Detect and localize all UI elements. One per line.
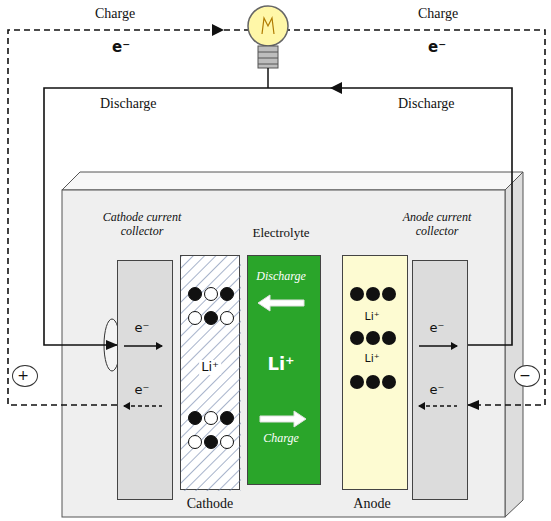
lithium-site [221, 436, 234, 449]
part-name: Anode [332, 496, 412, 512]
housing-top [62, 172, 523, 190]
discharge-arrowhead [330, 82, 342, 94]
electron-label: e⁻ [428, 38, 446, 56]
discharge-arrow [258, 295, 304, 311]
lithium-site [189, 412, 202, 425]
lithium-atom [382, 331, 396, 345]
lithium-site [221, 312, 234, 325]
electron-arrowhead [123, 402, 130, 410]
electron-arrowhead [156, 342, 163, 350]
bulb-base [258, 46, 278, 68]
layer-art [343, 256, 403, 491]
part-text: Li⁺ [342, 353, 402, 366]
lithium-atom [366, 331, 380, 345]
bulb-thread [258, 58, 278, 59]
lithium-atom [350, 331, 364, 345]
lithium-site [205, 412, 218, 425]
part-text: + [13, 367, 33, 383]
bulb-glass [248, 6, 288, 46]
part-name: Cathode [170, 496, 250, 512]
bulb-filament [262, 18, 274, 34]
terminal-symbol: − [514, 365, 540, 387]
part-text: e⁻ [117, 321, 167, 336]
charge-arrowhead [212, 24, 224, 36]
lithium-atom [366, 287, 380, 301]
bulb-thread [258, 52, 278, 53]
layer-art [118, 261, 168, 501]
bulb-thread [258, 64, 278, 65]
electron-arrowhead [451, 342, 458, 350]
lithium-site [205, 312, 218, 325]
electron-arrowhead [418, 402, 425, 410]
lithium-site [189, 288, 202, 301]
part-text: Discharge [247, 270, 315, 284]
lithium-site [221, 412, 234, 425]
current-collector: Anode current collectore⁻e⁻ [412, 260, 468, 500]
hatching [181, 256, 241, 491]
lithium-atom [382, 287, 396, 301]
lithium-atom [350, 287, 364, 301]
part-name: Cathode current collector [100, 211, 184, 239]
part-text: Li⁺ [247, 354, 315, 375]
battery-housing [62, 190, 505, 517]
lithium-site [221, 288, 234, 301]
lithium-site [189, 436, 202, 449]
cathode-layer: Li⁺Cathode [180, 255, 240, 490]
part-name: Anode current collector [395, 211, 479, 239]
part-text: Li⁺ [199, 360, 221, 375]
part-text: Li⁺ [342, 311, 402, 324]
lithium-atom [350, 375, 364, 389]
lithium-atom [366, 375, 380, 389]
layer-art [413, 261, 463, 501]
flow-label: Discharge [100, 96, 157, 112]
part-text: − [515, 367, 535, 383]
terminal-symbol: + [12, 365, 38, 387]
anode-layer: Li⁺Li⁺Anode [342, 255, 408, 490]
lithium-site [205, 436, 218, 449]
flow-label: Charge [95, 6, 135, 22]
part-text: e⁻ [412, 383, 462, 398]
flow-label: Discharge [398, 96, 455, 112]
lithium-atom [382, 375, 396, 389]
part-text: e⁻ [117, 383, 167, 398]
electron-label: e⁻ [112, 38, 130, 56]
electrolyte-layer: ElectrolyteDischargeLi⁺Charge [247, 255, 321, 485]
flow-label: Charge [418, 6, 458, 22]
charge-arrow [260, 411, 306, 427]
current-collector: Cathode current collectore⁻e⁻ [117, 260, 173, 500]
part-text: Charge [247, 432, 315, 446]
bulb-lead [267, 68, 269, 88]
part-text: e⁻ [412, 321, 462, 336]
lithium-site [189, 312, 202, 325]
lithium-site [205, 288, 218, 301]
part-name: Electrolyte [236, 226, 326, 241]
